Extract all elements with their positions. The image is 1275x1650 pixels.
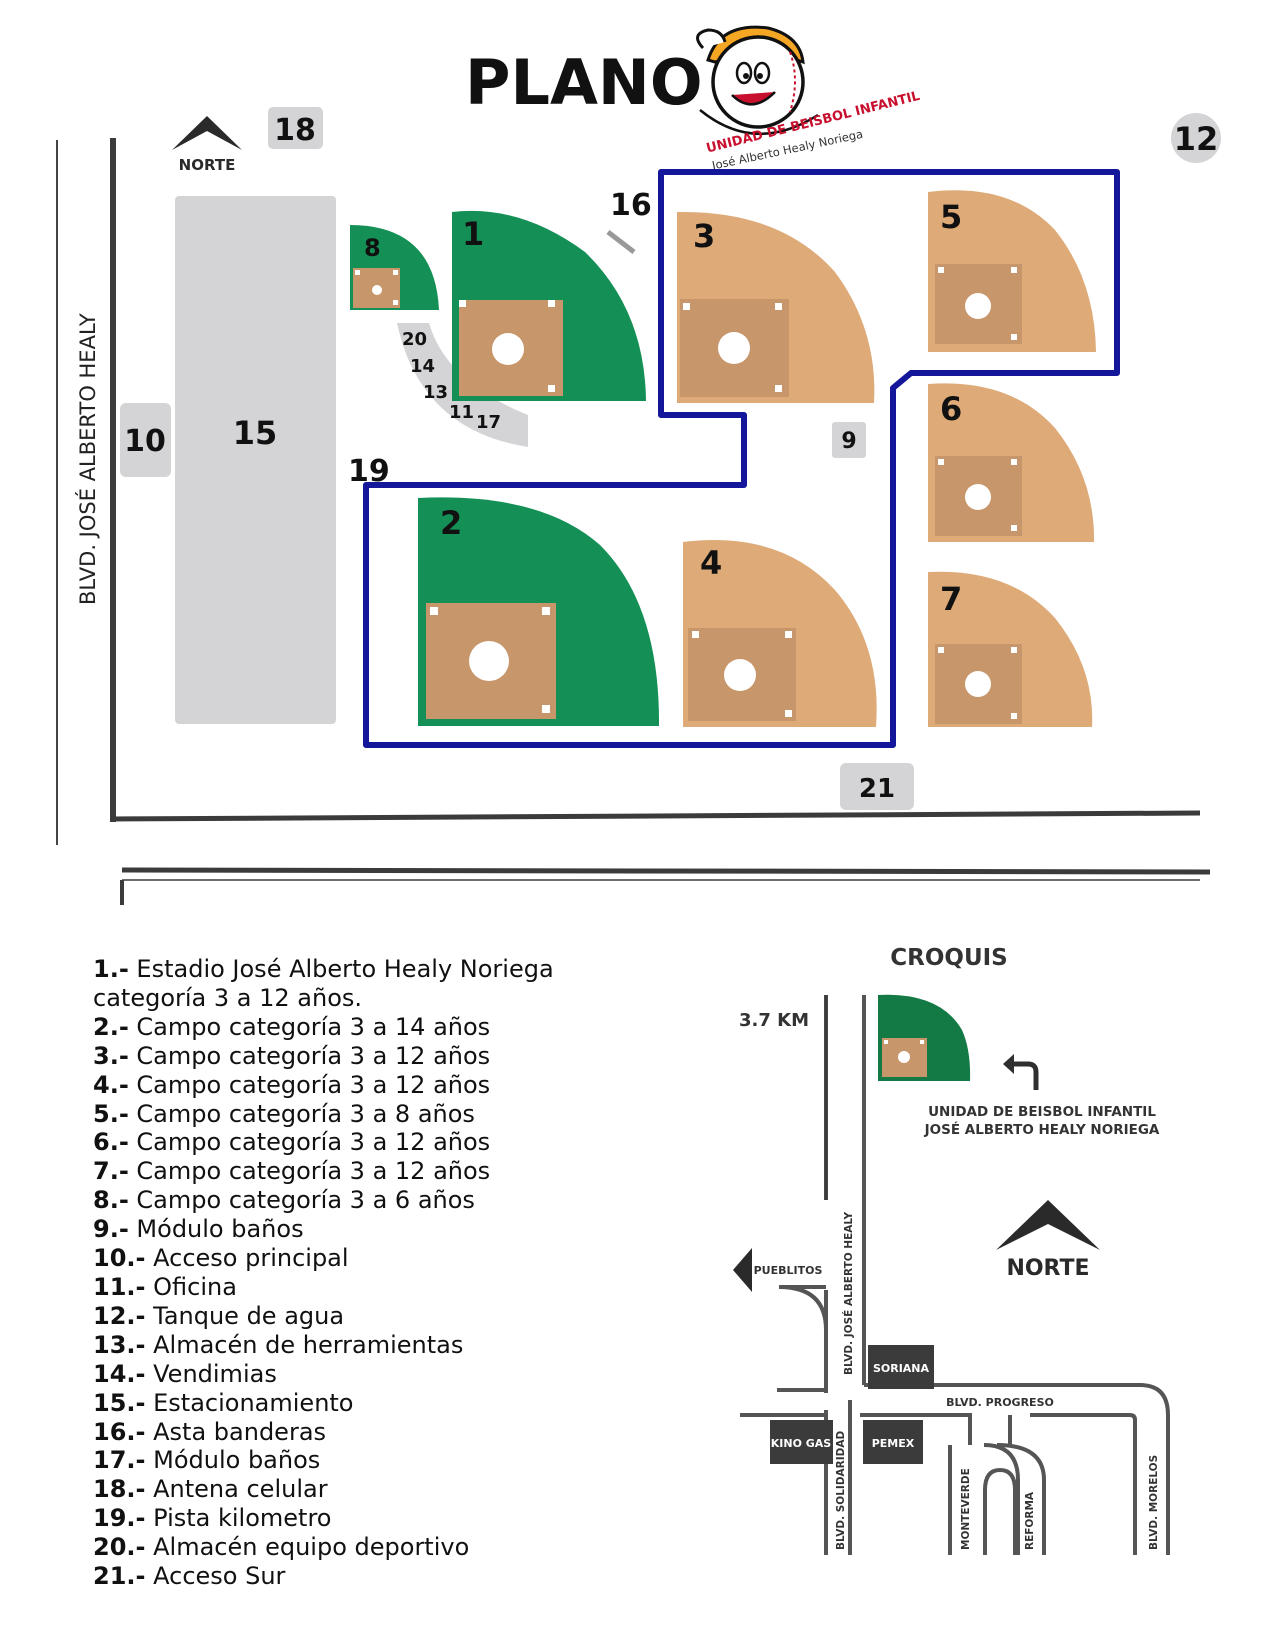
water-tank xyxy=(1171,113,1221,163)
legend-item: 19.- Pista kilometro xyxy=(93,1504,332,1533)
north-arrow: NORTE xyxy=(172,116,242,174)
field-7 xyxy=(928,571,1093,727)
road-main-label: BLVD. JOSÉ ALBERTO HEALY xyxy=(75,313,100,605)
croquis-road-morelos: BLVD. MORELOS xyxy=(1148,1455,1160,1550)
roads xyxy=(56,138,1211,905)
marker-21: 21 xyxy=(859,774,895,804)
marker-3: 3 xyxy=(693,217,715,255)
marker-box-18 xyxy=(268,107,323,149)
marker-16: 16 xyxy=(610,188,652,223)
legend-item: 6.- Campo categoría 3 a 12 años xyxy=(93,1128,491,1157)
pueblitos-label: PUEBLITOS xyxy=(754,1264,823,1277)
legend-item: 5.- Campo categoría 3 a 8 años xyxy=(93,1099,475,1128)
marker-box-9 xyxy=(832,422,866,458)
legend-item: 15.- Estacionamiento xyxy=(93,1388,354,1417)
legend-item: 17.- Módulo baños xyxy=(93,1446,321,1475)
legend-list: 1.- Estadio José Alberto Healy Noriega c… xyxy=(93,955,713,1591)
pemex-label: PEMEX xyxy=(872,1437,915,1450)
legend-item: 21.- Acceso Sur xyxy=(93,1562,286,1591)
north-label: NORTE xyxy=(179,156,236,174)
kino-gas-label: KINO GAS xyxy=(771,1437,832,1450)
croquis-road-healy: BLVD. JOSÉ ALBERTO HEALY xyxy=(842,1212,855,1375)
legend-item: 8.- Campo categoría 3 a 6 años xyxy=(93,1186,475,1215)
legend-item: 1.- Estadio José Alberto Healy Noriega xyxy=(93,955,554,983)
croquis-road-reforma: REFORMA xyxy=(1024,1491,1036,1550)
soriana-label: SORIANA xyxy=(873,1362,930,1375)
marker-10: 10 xyxy=(124,424,166,459)
marker-15: 15 xyxy=(233,414,278,452)
croquis-north-label: NORTE xyxy=(1006,1256,1089,1281)
legend-item: 14.- Vendimias xyxy=(93,1359,277,1388)
marker-12: 12 xyxy=(1174,120,1219,158)
marker-box-21 xyxy=(840,763,914,810)
legend-item: 18.- Antena celular xyxy=(93,1475,328,1504)
bases xyxy=(355,267,1017,719)
legend-item: 16.- Asta banderas xyxy=(93,1417,327,1446)
legend-item-continuation: categoría 3 a 12 años. xyxy=(93,983,363,1012)
map-title: PLANO xyxy=(465,46,703,119)
running-track xyxy=(363,169,1120,748)
marker-7: 7 xyxy=(940,580,962,618)
legend-item: 20.- Almacén equipo deportivo xyxy=(93,1533,470,1562)
marker-1: 1 xyxy=(462,215,484,253)
marker-8: 8 xyxy=(364,234,381,262)
logo: UNIDAD DE BEISBOL INFANTIL José Alberto … xyxy=(696,25,921,173)
pemex-block xyxy=(863,1420,923,1464)
legend-item: 9.- Módulo baños xyxy=(93,1215,304,1244)
marker-11: 11 xyxy=(449,402,474,423)
legend-item: 2.- Campo categoría 3 a 14 años xyxy=(93,1012,491,1041)
croquis-title: CROQUIS xyxy=(890,945,1008,971)
marker-6: 6 xyxy=(940,390,962,428)
legend-item: 10.- Acceso principal xyxy=(93,1244,349,1273)
map-markers: 1 2 3 4 5 6 7 8 9 10 11 12 13 14 15 16 1… xyxy=(124,113,1218,804)
kino-gas-block xyxy=(770,1420,833,1464)
croquis-distance: 3.7 KM xyxy=(739,1010,809,1031)
destination-line1: UNIDAD DE BEISBOL INFANTIL xyxy=(928,1104,1156,1120)
croquis-stadium-icon xyxy=(878,994,971,1081)
croquis-north-arrow: NORTE xyxy=(996,1200,1100,1281)
marker-13: 13 xyxy=(423,382,448,403)
field-4 xyxy=(683,540,877,727)
flag-pole xyxy=(606,230,636,254)
marker-19: 19 xyxy=(348,454,390,489)
croquis-road-monteverde: MONTEVERDE xyxy=(960,1468,972,1550)
marker-5: 5 xyxy=(940,198,962,236)
marker-box-10 xyxy=(120,403,171,477)
field-8 xyxy=(350,225,439,310)
legend-item: 7.- Campo categoría 3 a 12 años xyxy=(93,1157,491,1186)
marker-20: 20 xyxy=(402,329,427,350)
marker-9: 9 xyxy=(841,429,856,454)
marker-18: 18 xyxy=(274,113,316,148)
marker-14: 14 xyxy=(410,356,435,377)
pueblitos-arrow-icon xyxy=(733,1248,752,1292)
croquis-road-solidaridad: BLVD. SOLIDARIDAD xyxy=(835,1431,847,1550)
marker-17: 17 xyxy=(476,412,501,433)
croquis-road-progreso: BLVD. PROGRESO xyxy=(946,1396,1054,1409)
soriana-block xyxy=(868,1345,934,1389)
marker-4: 4 xyxy=(700,544,722,582)
turn-arrow-head xyxy=(1003,1054,1014,1074)
turn-arrow-icon xyxy=(1007,1061,1039,1090)
legend-item: 11.- Oficina xyxy=(93,1272,237,1301)
legend-item: 12.- Tanque de agua xyxy=(93,1301,345,1330)
legend-item: 13.- Almacén de herramientas xyxy=(93,1330,464,1359)
destination-line2: JOSÉ ALBERTO HEALY NORIEGA xyxy=(924,1121,1160,1138)
legend-item: 4.- Campo categoría 3 a 12 años xyxy=(93,1070,491,1099)
field-2 xyxy=(418,497,660,726)
legend-item: 3.- Campo categoría 3 a 12 años xyxy=(93,1041,491,1070)
parking-area xyxy=(175,196,336,724)
marker-2: 2 xyxy=(440,504,462,542)
